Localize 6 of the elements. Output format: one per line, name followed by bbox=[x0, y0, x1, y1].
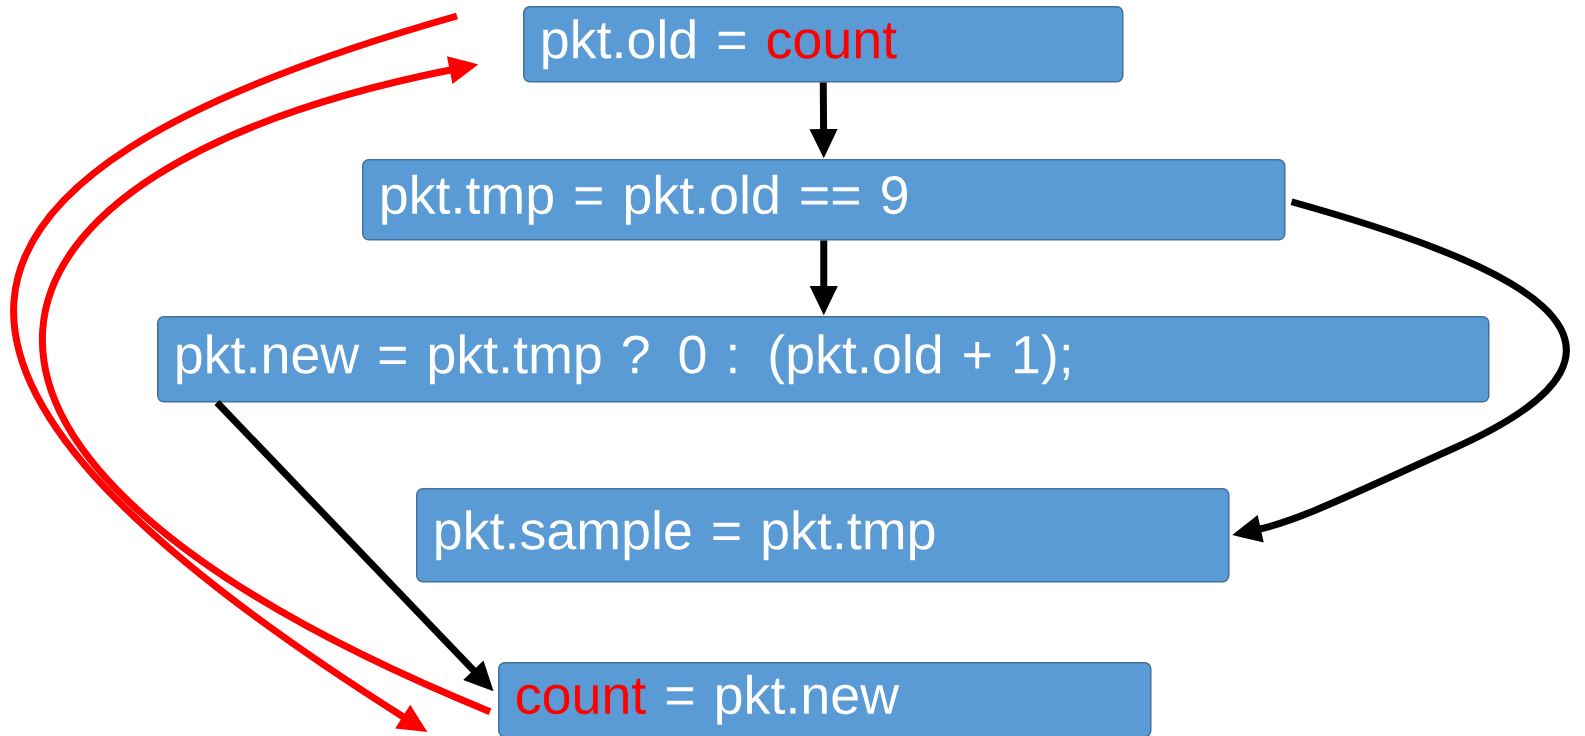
process-box: pkt.old = count bbox=[523, 6, 1124, 83]
process-box: pkt.sample = pkt.tmp bbox=[416, 488, 1230, 583]
process-box: pkt.tmp = pkt.old == 9 bbox=[362, 159, 1286, 241]
process-box: count = pkt.new bbox=[498, 662, 1152, 736]
process-box: pkt.new = pkt.tmp ? 0 : (pkt.old + 1); bbox=[157, 316, 1490, 403]
arrow bbox=[39, 56, 492, 715]
